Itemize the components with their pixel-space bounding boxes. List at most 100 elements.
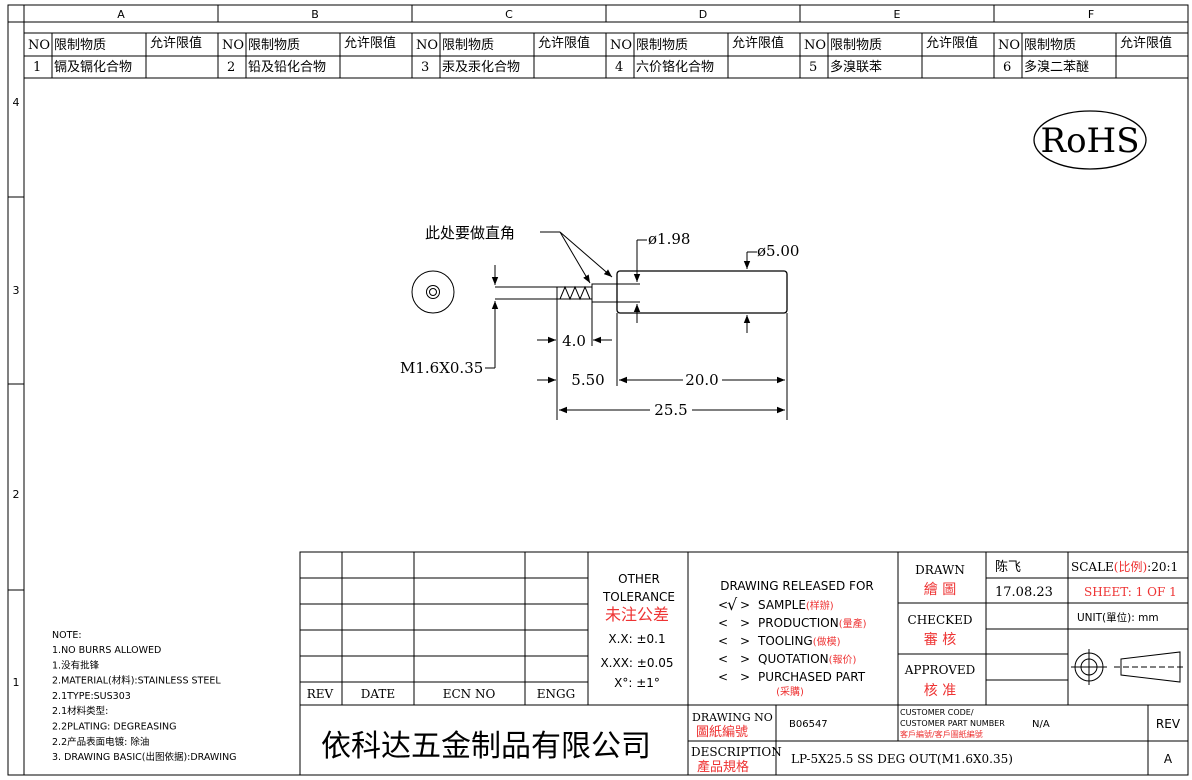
substance-header-name: 限制物质 (1024, 38, 1076, 53)
note-line: 1.NO BURRS ALLOWED (52, 645, 161, 656)
substance-header-name: 限制物质 (636, 38, 688, 53)
substance-header-no: NO (610, 38, 632, 53)
drawn-label-cn: 繪 圖 (924, 581, 956, 598)
zone-col-d: D (699, 8, 707, 21)
zone-col-c: C (505, 8, 513, 21)
substance-header-limit: 允许限值 (1120, 35, 1172, 51)
drawn-date: 17.08.23 (995, 585, 1053, 600)
checked-label: CHECKED (908, 613, 973, 627)
side-view (495, 270, 788, 314)
notes: NOTE: 1.NO BURRS ALLOWED 1.没有批锋 2.MATERIAL… (52, 630, 237, 763)
right-angle-note-text: 此处要做直角 (425, 224, 515, 242)
release-quotation: QUOTATION(報价) (758, 652, 857, 666)
zone-col-b: B (311, 8, 319, 21)
note-line: 2.1材料类型: (52, 705, 108, 717)
revision-table: REV DATE ECN NO ENGG (300, 552, 1188, 706)
substance-name: 镉及镉化合物 (54, 59, 132, 75)
dim-front-length-label: 5.50 (571, 371, 604, 389)
projection-symbol-icon (1071, 649, 1186, 685)
substance-no: 5 (809, 60, 817, 75)
substance-header-name: 限制物质 (54, 38, 106, 53)
note-line: 3. DRAWING BASIC(出图依据):DRAWING (52, 751, 237, 763)
description-label-cn: 產品規格 (697, 759, 749, 775)
approved-label: APPROVED (904, 663, 976, 677)
substance-no: 3 (421, 60, 429, 75)
zone-row-2: 2 (13, 488, 20, 501)
customer-label-1: CUSTOMER CODE/ (900, 708, 974, 717)
release-sample: SAMPLE(样辦) (758, 598, 834, 612)
substance-name: 多溴二苯醚 (1024, 59, 1089, 75)
zone-col-f: F (1088, 8, 1094, 21)
end-view (411, 270, 455, 314)
substance-no: 4 (615, 60, 623, 75)
zone-col-a: A (117, 8, 125, 21)
drawing-no-label-cn: 圖紙編號 (696, 724, 748, 740)
release-tooling: TOOLING(做模) (757, 634, 841, 648)
dim-large-diameter-label: ø5.00 (757, 242, 799, 260)
right-angle-note: 此处要做直角 (425, 224, 613, 284)
notes-title: NOTE: (52, 630, 82, 641)
svg-text:>: > (740, 652, 750, 666)
engg-header: ENGG (537, 687, 575, 701)
scale-text: SCALE(比例):20:1 (1071, 560, 1178, 574)
approved-label-cn: 核 准 (924, 683, 956, 699)
note-line: 2.2产品表面电镀: 除油 (52, 736, 149, 748)
sheet-text: SHEET: 1 OF 1 (1084, 585, 1177, 599)
dim-thread-length: 4.0 (537, 299, 612, 420)
tolerance-line-3: X°: ±1° (614, 676, 660, 690)
rev-header: REV (307, 687, 334, 701)
release-title: DRAWING RELEASED FOR (720, 579, 873, 593)
substance-header-name: 限制物质 (442, 38, 494, 53)
svg-text:<: < (718, 598, 728, 612)
rohs-mark: RoHS (1033, 110, 1147, 170)
dim-thread-label: M1.6X0.35 (400, 359, 483, 377)
rev-box-value: A (1164, 752, 1173, 766)
company-name: 依科达五金制品有限公司 (321, 729, 651, 764)
release-production: PRODUCTION(量產) (758, 616, 867, 630)
tolerance-title-2: TOLERANCE (602, 590, 675, 604)
substance-name: 六价铬化合物 (636, 59, 714, 75)
substance-header-limit: 允许限值 (150, 35, 202, 51)
date-header: DATE (361, 687, 395, 701)
border-frame (7, 4, 1189, 776)
dim-total-length-label: 25.5 (654, 401, 687, 419)
substance-header-no: NO (28, 38, 50, 53)
rohs-text: RoHS (1040, 121, 1139, 161)
substance-name: 多溴联苯 (830, 59, 882, 75)
zone-col-e: E (894, 8, 901, 21)
drawing-no-value: B06547 (789, 719, 828, 730)
substance-header-no: NO (222, 38, 244, 53)
ecn-header: ECN NO (443, 687, 496, 701)
note-line: 2.1TYPE:SUS303 (52, 691, 131, 702)
drawn-by: 陈飞 (995, 559, 1021, 575)
zone-labels: A B C D E F 4 3 2 1 (13, 8, 1095, 689)
substance-no: 6 (1003, 60, 1011, 75)
tolerance-title-cn: 未注公差 (605, 605, 669, 624)
svg-text:<: < (718, 634, 728, 648)
approvals-box: DRAWN 繪 圖 陈飞 17.08.23 CHECKED 審 核 APPROV… (898, 552, 1188, 705)
svg-text:>: > (740, 634, 750, 648)
substance-header-name: 限制物质 (248, 38, 300, 53)
dim-lengths: 5.50 20.0 25.5 (537, 313, 788, 420)
dim-body-length-label: 20.0 (685, 371, 718, 389)
zone-row-4: 4 (13, 96, 20, 109)
note-line: 2.MATERIAL(材料):STAINLESS STEEL (52, 675, 221, 687)
zone-row-1: 1 (13, 676, 20, 689)
customer-label-2: CUSTOMER PART NUMBER (900, 719, 1005, 728)
svg-text:<: < (718, 670, 728, 684)
zone-row-3: 3 (13, 284, 20, 297)
customer-value: N/A (1032, 719, 1050, 730)
dim-small-diameter: ø1.98 (617, 230, 690, 323)
part-drawing: 此处要做直角 ø1.98 ø5.00 M1.6X0.35 (400, 224, 799, 420)
substance-name: 铅及铅化合物 (248, 60, 326, 75)
svg-text:<: < (718, 652, 728, 666)
unit-text: UNIT(單位): mm (1077, 611, 1159, 624)
substance-header-limit: 允许限值 (538, 35, 590, 51)
tolerance-line-2: X.XX: ±0.05 (600, 656, 673, 670)
rev-box-label: REV (1156, 717, 1181, 731)
substance-header-no: NO (998, 38, 1020, 53)
substance-name: 汞及汞化合物 (442, 60, 520, 75)
note-line: 1.没有批锋 (52, 659, 100, 671)
substance-header-no: NO (804, 38, 826, 53)
